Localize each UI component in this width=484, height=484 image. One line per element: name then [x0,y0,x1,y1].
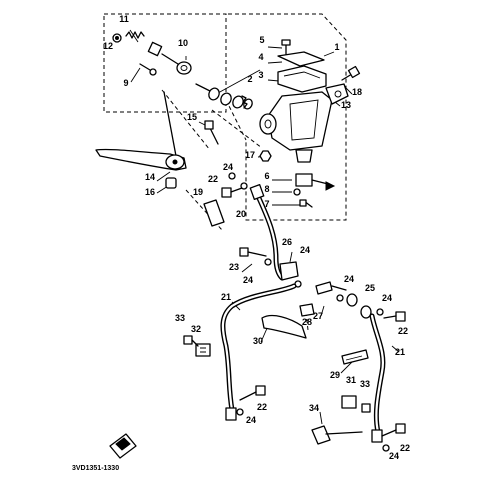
callout-c6: 6 [264,171,269,181]
spring-11 [125,31,145,39]
master-cylinder-body-1 [259,91,333,163]
pin-9 [139,63,157,76]
callout-c24g: 24 [389,451,399,461]
callout-c24e: 24 [382,293,392,303]
union-bolt-22-lower-left [239,385,266,401]
gasket-24-lower-right [382,444,390,452]
boot-19 [203,199,225,227]
bolt-33-right [361,403,371,413]
caution-label-icon [109,433,137,459]
callout-c16: 16 [145,187,155,197]
union-25 [346,293,372,319]
callout-c24f: 24 [246,415,256,425]
callout-c27: 27 [313,311,323,321]
adjuster-10 [147,41,192,75]
callout-c12: 12 [103,41,113,51]
union-bolt-22-upper [221,187,243,198]
callout-c31: 31 [346,375,356,385]
callout-c25: 25 [365,283,375,293]
callout-c21b: 21 [395,347,405,357]
union-bolt-22-right [383,311,406,322]
callout-c17: 17 [245,150,255,160]
callout-c29: 29 [330,370,340,380]
clamp-28 [299,303,315,317]
hose-guide-30 [261,314,307,339]
callout-c26: 26 [282,237,292,247]
gasket-24-lower-left [236,408,244,416]
brake-lever-14 [95,91,187,171]
bolt-27 [315,281,347,295]
callout-c34: 34 [309,403,319,413]
callout-c8: 8 [264,184,269,194]
bolt-33-left [183,335,199,347]
gasket-24-joint [264,258,384,316]
callout-c28: 28 [302,317,312,327]
switch-screws-7-8 [293,188,313,208]
callout-c10: 10 [178,38,188,48]
callout-c33b: 33 [360,379,370,389]
clip-29 [341,349,369,365]
callout-c9: 9 [123,78,128,88]
piston-assy-2 [195,83,253,110]
callout-c33a: 33 [175,313,185,323]
callout-c22d: 22 [400,443,410,453]
callout-c24b: 24 [243,275,253,285]
bolt-12 [112,33,122,43]
brake-hose-21-right [369,313,386,443]
callout-c22a: 22 [208,174,218,184]
callout-c22c: 22 [257,402,267,412]
group-box-lever-parts [103,13,227,113]
callout-c7: 7 [264,199,269,209]
callout-c15: 15 [187,112,197,122]
reservoir-cap-4 [277,51,325,67]
callout-c32: 32 [191,324,201,334]
callout-c24c: 24 [300,245,310,255]
brake-switch-6 [295,173,336,191]
callout-c18: 18 [352,87,362,97]
joint-26 [279,261,299,281]
callout-c2: 2 [247,74,252,84]
callout-c19: 19 [193,187,203,197]
callout-c24d: 24 [344,274,354,284]
diaphragm-3 [277,65,327,93]
bolt-18 [341,65,361,81]
callout-c24a: 24 [223,162,233,172]
bolt-23 [239,247,267,257]
hose-holder-32 [195,343,211,357]
union-bolt-22-lower-right [381,423,406,437]
holder-13 [325,83,349,105]
lever-pivot-16 [165,177,177,189]
callout-c13: 13 [341,100,351,110]
hose-holder-31 [341,395,357,409]
gasket-24-upper [228,172,248,190]
callout-c20: 20 [236,209,246,219]
callout-c5: 5 [259,35,264,45]
callout-c23: 23 [229,262,239,272]
callout-c4: 4 [258,52,263,62]
callout-c3: 3 [258,70,263,80]
nut-17 [259,150,272,162]
brake-hose-20 [249,184,285,281]
callout-c21a: 21 [221,292,231,302]
clamp-34 [311,425,363,445]
callout-c11: 11 [119,14,129,24]
callout-c1: 1 [334,42,339,52]
callout-c14: 14 [145,172,155,182]
callout-c22b: 22 [398,326,408,336]
brake-hose-21-left [220,283,297,421]
bolt-15 [204,120,219,145]
drawing-code: 3VD1351-1330 [72,465,119,472]
callout-c30: 30 [253,336,263,346]
screw-5 [281,39,291,55]
